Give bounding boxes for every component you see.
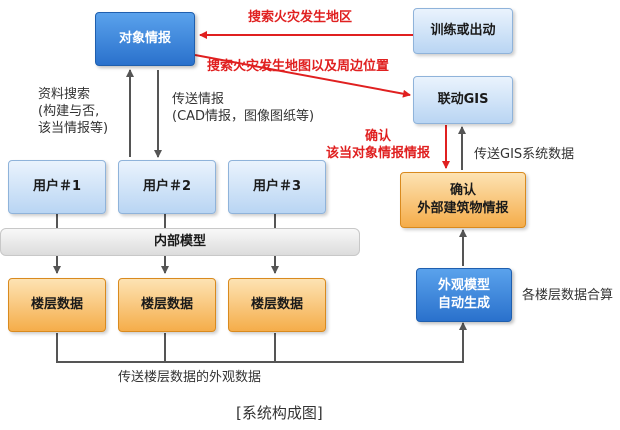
training-node: 训练或出动 — [413, 8, 513, 54]
search-data-label: 资料搜索 (构建与否, 该当情报等) — [38, 87, 109, 136]
user3-node: 用户＃3 — [228, 160, 326, 214]
confirm-target-label: 确认 该当对象情报情报 — [326, 129, 431, 161]
user1-node: 用户＃1 — [8, 160, 106, 214]
auto-gen-node: 外观模型 自动生成 — [416, 268, 512, 322]
floor-data-2-node: 楼层数据 — [118, 278, 216, 332]
confirm-building-node: 确认 外部建筑物情报 — [400, 172, 526, 228]
search-fire-map-label: 搜索火灾发生地图以及周边位置 — [207, 59, 390, 74]
arrow-target-to-gis — [194, 54, 411, 98]
gis-link-node: 联动GIS — [413, 76, 513, 124]
user2-node: 用户＃2 — [118, 160, 216, 214]
send-floor-label: 传送楼层数据的外观数据 — [118, 370, 262, 385]
search-fire-area-label: 搜索火灾发生地区 — [248, 10, 353, 25]
internal-model-band: 内部模型 — [0, 228, 360, 256]
target-info-node: 对象情报 — [95, 12, 195, 66]
floor-data-3-node: 楼层数据 — [228, 278, 326, 332]
send-gis-label: 传送GIS系统数据 — [474, 147, 575, 162]
floor-merge-label: 各楼层数据合算 — [522, 288, 614, 303]
send-info-label: 传送情报 (CAD情报，图像图纸等) — [172, 92, 315, 124]
floor-data-1-node: 楼层数据 — [8, 278, 106, 332]
collector-line — [56, 322, 467, 363]
diagram-caption: [系统构成图] — [236, 404, 323, 422]
